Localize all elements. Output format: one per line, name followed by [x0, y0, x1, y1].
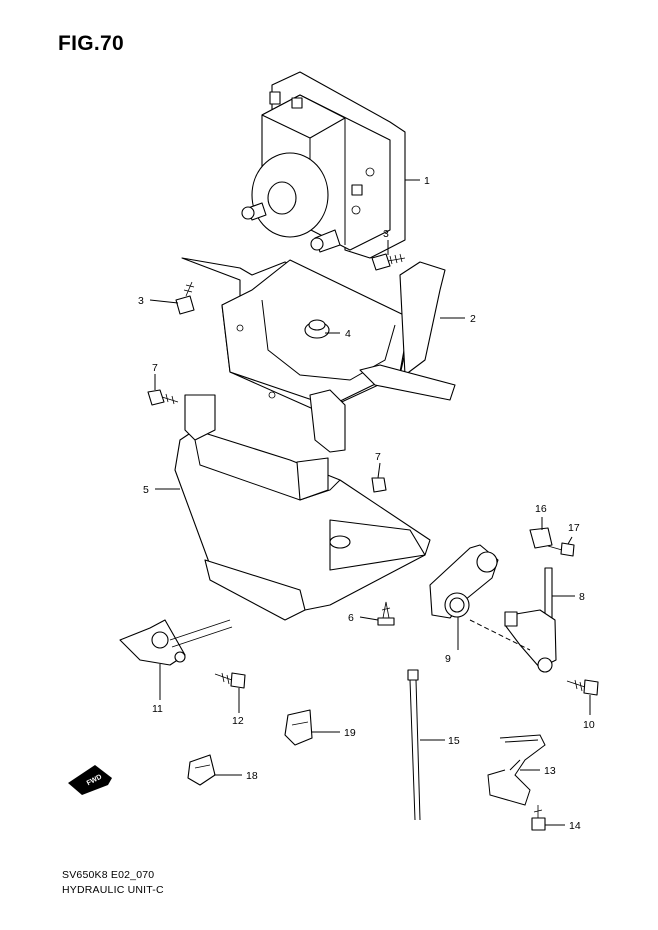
callout-5: 5 [143, 484, 149, 496]
callout-8: 8 [579, 591, 585, 603]
callout-14: 14 [569, 820, 581, 832]
bolt-part-7-left[interactable] [147, 389, 179, 406]
callout-4: 4 [345, 328, 351, 340]
bolt-part-10[interactable] [566, 679, 599, 696]
callout-6: 6 [348, 612, 354, 624]
callout-19: 19 [344, 727, 356, 739]
callout-7b: 7 [375, 451, 381, 463]
callout-7a: 7 [152, 362, 158, 374]
callout-11: 11 [152, 703, 163, 715]
callout-2: 2 [470, 313, 476, 325]
forward-direction-arrow-icon: FWD [68, 765, 112, 795]
clip-part-18[interactable] [187, 754, 216, 786]
callout-17: 17 [568, 522, 580, 534]
callout-9: 9 [445, 653, 451, 665]
bolt-part-3-upper[interactable] [371, 253, 406, 271]
callout-10: 10 [583, 719, 595, 731]
callout-18: 18 [246, 770, 258, 782]
bracket-part-2[interactable] [181, 257, 456, 453]
sensor-part-8[interactable] [504, 567, 557, 673]
cable-tie-part-15[interactable] [407, 669, 421, 821]
bolt-part-14[interactable] [531, 805, 546, 831]
hydraulic-unit-part-1[interactable] [241, 71, 406, 259]
cover-part-5[interactable] [174, 394, 431, 621]
diagram-name: HYDRAULIC UNIT-C [62, 884, 164, 896]
callout-13: 13 [544, 765, 556, 777]
callout-3a: 3 [383, 228, 389, 240]
sensor-part-11[interactable] [119, 619, 233, 666]
leader-lines [149, 179, 591, 826]
bolt-part-3-left[interactable] [175, 281, 195, 315]
diagram-code: SV650K8 E02_070 [62, 869, 155, 881]
callout-labels: 1 2 3 3 4 5 6 7 7 8 9 10 11 12 13 14 15 … [138, 175, 595, 832]
callout-12: 12 [232, 715, 244, 727]
clip-part-16[interactable] [529, 527, 553, 549]
figure-title: FIG.70 [58, 32, 124, 55]
callout-16: 16 [535, 503, 547, 515]
clip-part-19[interactable] [284, 709, 313, 746]
sensor-part-9[interactable] [429, 544, 499, 619]
bolt-part-17[interactable] [547, 542, 575, 557]
callout-3b: 3 [138, 295, 144, 307]
callout-1: 1 [424, 175, 430, 187]
bolt-part-7-right[interactable] [371, 477, 387, 493]
callout-15: 15 [448, 735, 460, 747]
clamp-part-13[interactable] [487, 734, 546, 806]
screw-part-6[interactable] [377, 601, 395, 626]
bolt-part-12[interactable] [214, 672, 246, 689]
